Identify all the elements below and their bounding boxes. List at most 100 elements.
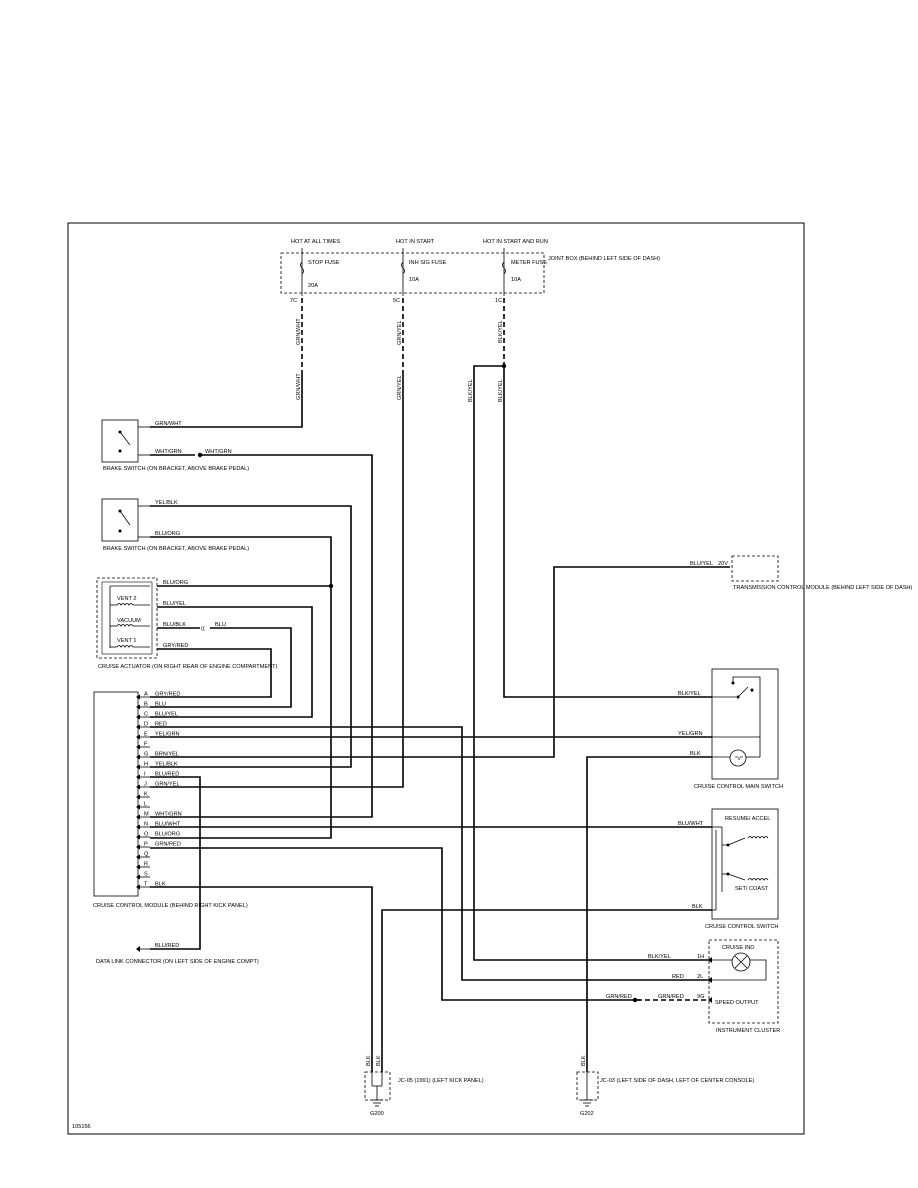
jc03-label: JC-03 (LEFT SIDE OF DASH, LEFT OF CENTER… xyxy=(600,1078,754,1084)
main-switch-w2: YEL/GRN xyxy=(678,731,703,737)
stop-fuse-amps: 20A xyxy=(308,283,318,289)
wire-yel-blk xyxy=(150,505,352,768)
svg-text:((: (( xyxy=(201,626,205,632)
module-pin-wire-label: BRN/YEL xyxy=(155,752,179,758)
control-switch-w2: BLK xyxy=(692,904,703,910)
speed-output-label: SPEED OUTPUT xyxy=(715,1000,759,1006)
module-pin-wire-label: BLU/WHT xyxy=(155,822,181,828)
act-wire3-label: GRY/RED xyxy=(163,643,188,649)
actuator-vacuum: VACUUM xyxy=(117,618,141,624)
act-wire0-label: BLU/ORG xyxy=(163,580,188,586)
cluster-label: INSTRUMENT CLUSTER xyxy=(716,1028,780,1034)
g200-label: G200 xyxy=(370,1111,384,1117)
module-pin-letter: N xyxy=(144,822,148,828)
g202-wire-label: BLK xyxy=(581,1055,587,1066)
stop-fuse-term: 7C xyxy=(290,298,297,304)
module-pin-letter: P xyxy=(144,842,148,848)
module-pin-letter: J xyxy=(144,782,147,788)
wire-blk-module xyxy=(150,886,373,1072)
module-pin-wire-label: WHT/GRN xyxy=(155,812,182,818)
act-wire2-label: BLU/BLK xyxy=(163,622,186,628)
actuator-vent2: VENT 2 xyxy=(117,596,136,602)
brake-switch-1-label: BRAKE SWITCH (ON BRACKET, ABOVE BRAKE PE… xyxy=(103,466,249,472)
module-pin-arrow xyxy=(136,764,140,770)
module-pin-arrow xyxy=(136,784,140,790)
module-pin-letter: A xyxy=(144,692,148,698)
cluster-w1: BLK/YEL xyxy=(648,954,671,960)
cruise-control-switch: RESUME/ ACCEL SET/ COAST BLU/WHT BLK CRU… xyxy=(678,808,778,930)
module-pin-wire-label: BLK xyxy=(155,882,166,888)
joint-box-label: JOINT BOX (BEHIND LEFT SIDE OF DASH) xyxy=(548,256,660,262)
cluster-w2: RED xyxy=(672,974,684,980)
meter-wire-top-label: BLK/YEL xyxy=(498,320,504,343)
module-pin-wire-label: BLU/ORG xyxy=(155,832,180,838)
meter-wire-left-label: BLK/YEL xyxy=(468,379,474,402)
wire-blu xyxy=(150,627,292,708)
module-pin-letter: B xyxy=(144,702,148,708)
module-pin-wire-label: YEL/BLK xyxy=(155,762,178,768)
wire-grn-red xyxy=(150,847,640,1001)
module-pin-arrow xyxy=(136,884,140,890)
wire-blk-main xyxy=(586,756,712,1072)
module-pin-wire-label: BLU/YEL xyxy=(155,712,178,718)
module-pin-letter: T xyxy=(144,882,148,888)
tcm-wire-label: BLU/YEL xyxy=(690,561,713,567)
module-pin-letter: S xyxy=(144,872,148,878)
cluster-w3b: GRN/RED xyxy=(658,994,684,1000)
g200-wire2-label: BLK xyxy=(376,1055,382,1066)
meter-fuse-term: 1C xyxy=(495,298,502,304)
module-pin-letter: E xyxy=(144,732,148,738)
tcm-pin-label: 20V xyxy=(718,561,728,567)
module-pin-letter: D xyxy=(144,722,148,728)
bs2-wire2-label: BLU/ORG xyxy=(155,531,180,537)
stop-fuse-hot: HOT AT ALL TIMES xyxy=(291,239,340,245)
module-label: CRUISE CONTROL MODULE (BEHIND RIGHT KICK… xyxy=(93,903,248,909)
main-switch-label: CRUISE CONTROL MAIN SWITCH xyxy=(694,784,783,790)
module-pin-wire-label: RED xyxy=(155,722,167,728)
set-coast-label: SET/ COAST xyxy=(735,886,769,892)
dlc-wire-label: BLU/RED xyxy=(155,943,179,949)
cruise-main-switch: °V° BLK/YEL YEL/GRN BLK CRUISE CONTROL M… xyxy=(678,668,783,790)
module-pin-letter: C xyxy=(144,712,148,718)
module-pin-arrow xyxy=(136,794,140,800)
meter-fuse-hot: HOT IN START AND RUN xyxy=(483,239,548,245)
fuse-inh: HOT IN START INH SIG FUSE 10A 5C xyxy=(393,239,447,304)
data-link-connector: BLU/RED DATA LINK CONNECTOR (ON LEFT SID… xyxy=(96,943,259,965)
module-pin-letter: M xyxy=(144,812,149,818)
module-pin-arrow xyxy=(136,854,140,860)
wire-red xyxy=(150,726,712,981)
diagram-id: 105156 xyxy=(72,1124,91,1130)
wire-blk-yel-main xyxy=(503,366,712,698)
resume-accel-label: RESUME/ ACCEL xyxy=(725,816,770,822)
cluster-w3: GRN/RED xyxy=(606,994,632,1000)
wire-blu-org xyxy=(150,536,332,839)
module-pin-arrow xyxy=(136,744,140,750)
control-switch-label: CRUISE CONTROL SWITCH xyxy=(705,924,778,930)
meter-fuse-amps: 10A xyxy=(511,277,521,283)
main-switch-w1: BLK/YEL xyxy=(678,691,701,697)
cluster-p2: 2L xyxy=(697,974,703,980)
wire-grn-yel xyxy=(150,370,404,788)
brake-switch-2: BRAKE SWITCH (ON BRACKET, ABOVE BRAKE PE… xyxy=(101,498,249,552)
inh-fuse-term: 5C xyxy=(393,298,400,304)
module-pin-wire-label: GRY/RED xyxy=(155,692,180,698)
module-pin-arrow xyxy=(136,824,140,830)
fuse-stop: HOT AT ALL TIMES STOP FUSE 20A 7C xyxy=(290,239,340,304)
module-pin-arrow xyxy=(136,754,140,760)
jc05-label: JC-05 (1991) (LEFT KICK PANEL) xyxy=(398,1078,484,1084)
cruise-control-module: CRUISE CONTROL MODULE (BEHIND RIGHT KICK… xyxy=(93,691,248,909)
main-switch-w3: BLK xyxy=(690,751,701,757)
g200-wire-label: BLK xyxy=(366,1055,372,1066)
actuator-label: CRUISE ACTUATOR (ON RIGHT REAR OF ENGINE… xyxy=(98,664,278,670)
module-pin-arrow xyxy=(136,814,140,820)
meter-fuse-name: METER FUSE xyxy=(511,260,547,266)
module-pin-letter: F xyxy=(144,742,148,748)
bs1-wire2b-label: WHT/GRN xyxy=(205,449,232,455)
module-pin-letter: H xyxy=(144,762,148,768)
inh-fuse-amps: 10A xyxy=(409,277,419,283)
tcm-label: TRANSMISSION CONTROL MODULE (BEHIND LEFT… xyxy=(733,585,912,591)
meter-wire-bot-label: BLK/YEL xyxy=(498,379,504,402)
bs1-wire1-label: GRN/WHT xyxy=(155,421,182,427)
module-pin-arrow xyxy=(136,734,140,740)
